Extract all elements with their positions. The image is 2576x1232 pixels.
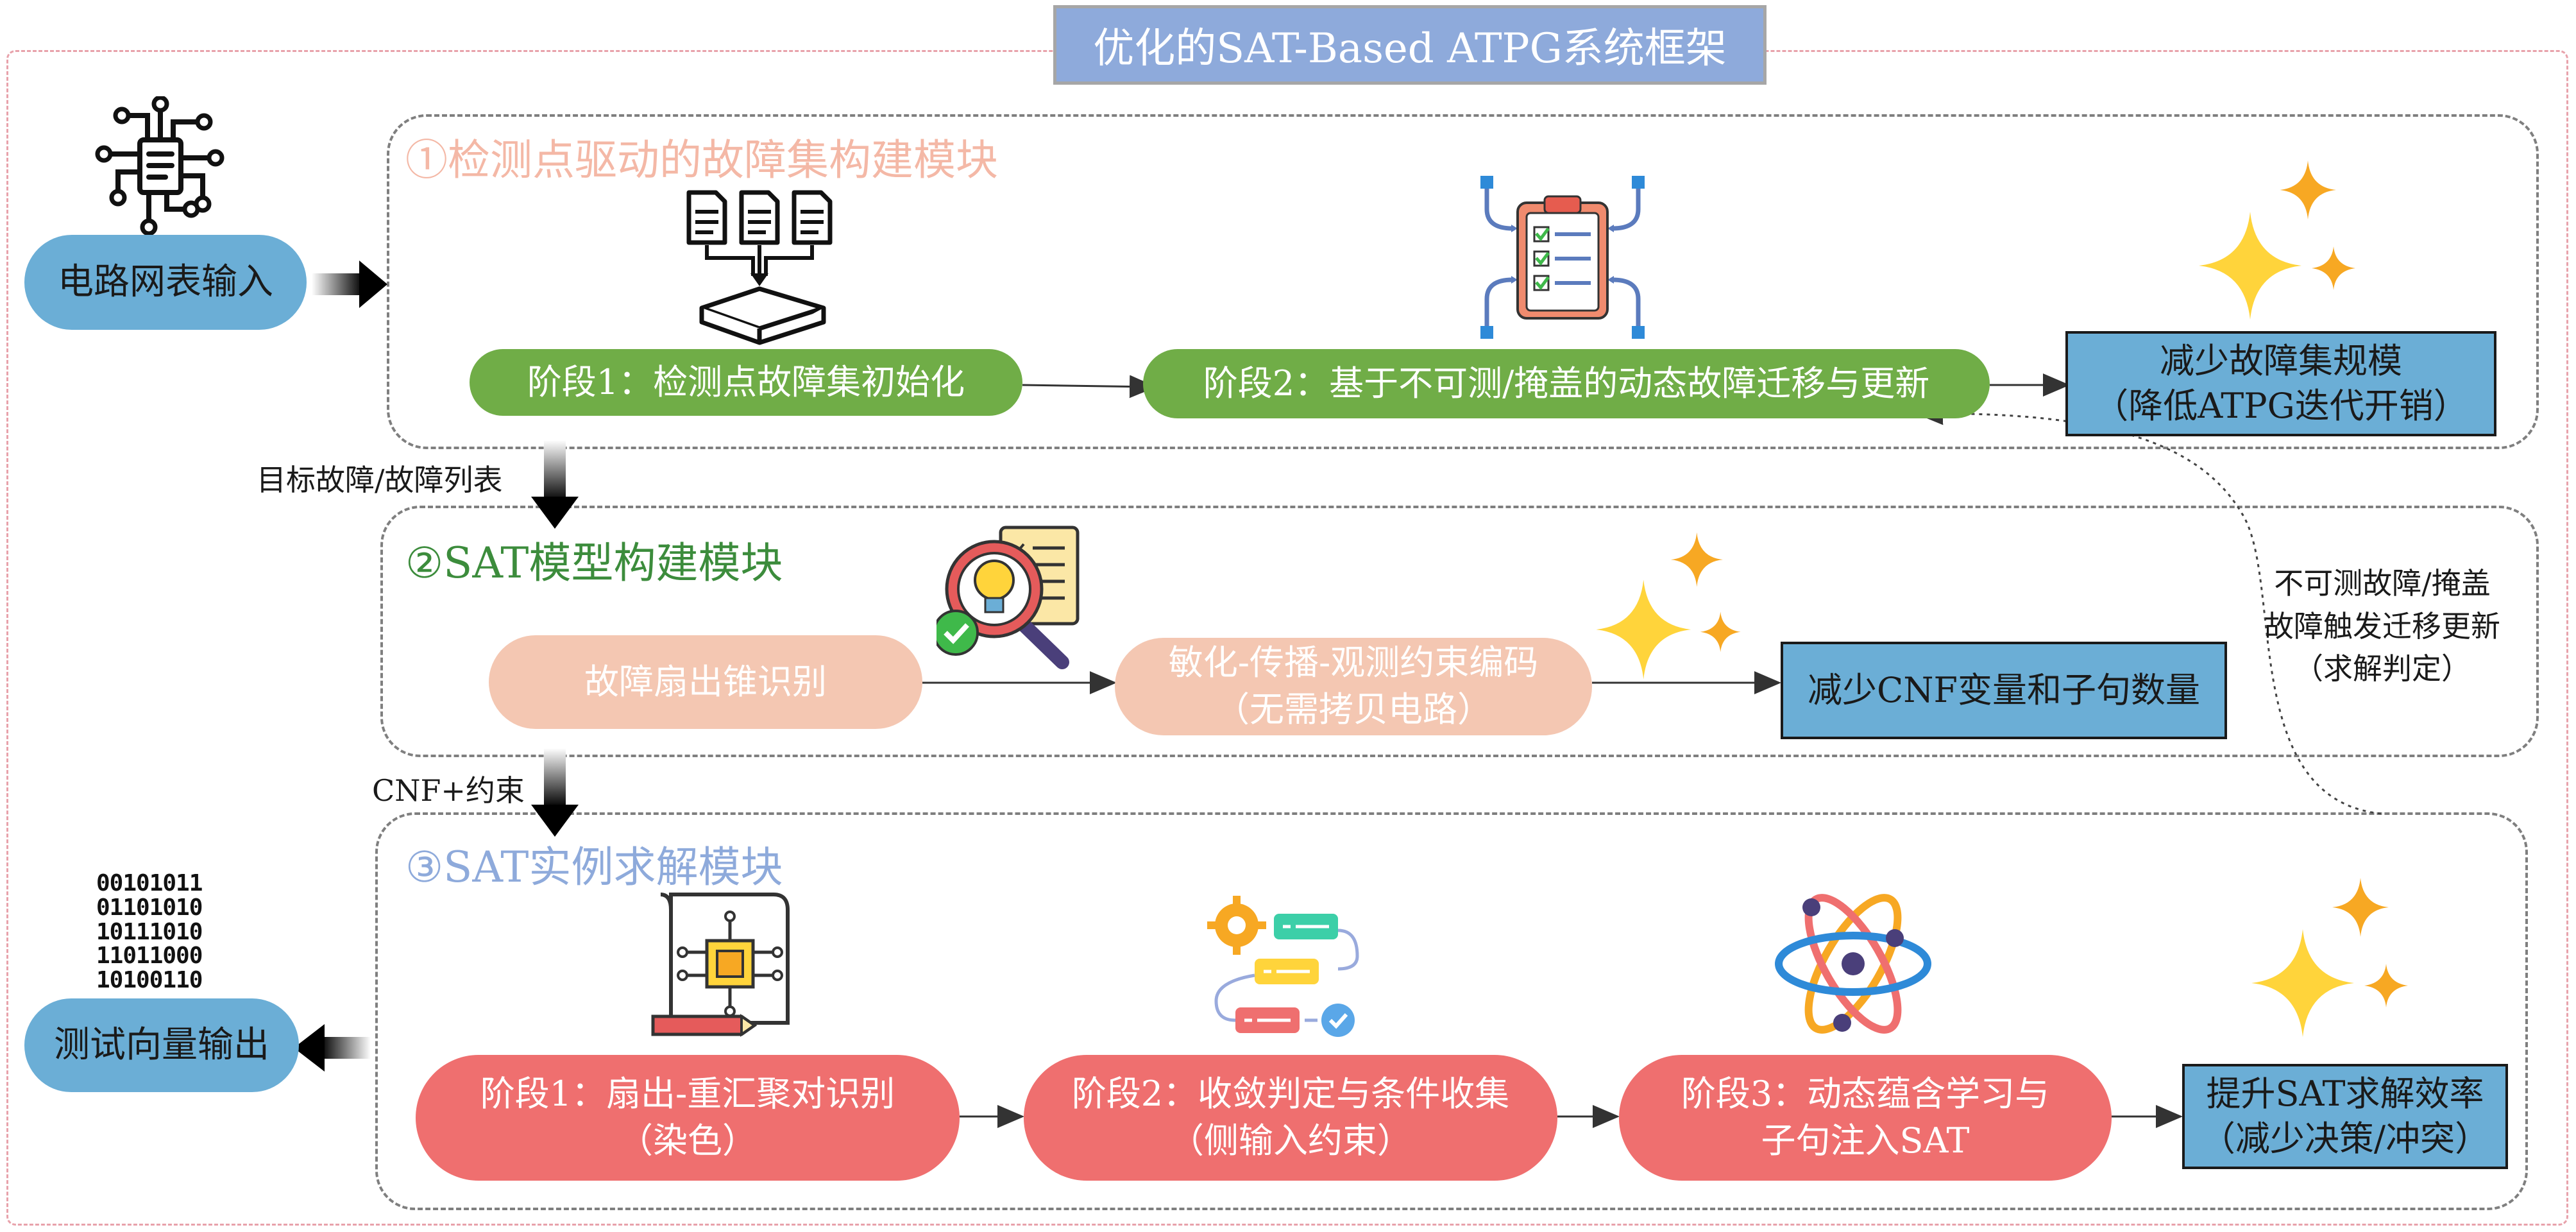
- atom-icon: [1775, 894, 1931, 1034]
- module-1-frame: [387, 114, 2539, 449]
- clipboard-checklist-icon: [1480, 176, 1645, 339]
- module-3-frame: [375, 812, 2528, 1210]
- workflow-icon: [1207, 896, 1359, 1037]
- output-arrow: [294, 1024, 371, 1072]
- binary-line: 11011000: [96, 943, 203, 970]
- m1-result-line2: （降低ATPG迭代开销）: [2094, 386, 2468, 426]
- circuit-netlist-input: 电路网表输入: [24, 235, 307, 330]
- module-2-title: ②SAT模型构建模块: [405, 538, 783, 588]
- feedback-curve-arrow: [1916, 402, 2382, 815]
- m3-stage1-line1: 阶段1：扇出-重汇聚对识别: [480, 1074, 895, 1115]
- module-2-to-3-arrow: [531, 748, 579, 837]
- module-1-to-2-arrow: [531, 440, 579, 529]
- page-title: 优化的SAT-Based ATPG系统框架: [1053, 5, 1767, 85]
- m3-stage1-pill: 阶段1：扇出-重汇聚对识别 （染色）: [416, 1055, 960, 1181]
- m3-stage1-line2: （染色）: [618, 1120, 757, 1161]
- sparkle-icon: [2251, 878, 2408, 1037]
- sparkle-icon: [2199, 160, 2355, 320]
- m3-result-box: 提升SAT求解效率 （减少决策/冲突）: [2182, 1064, 2508, 1169]
- input-arrow: [312, 261, 387, 308]
- sparkle-icon: [1596, 532, 1741, 680]
- m3-result-line1: 提升SAT求解效率: [2206, 1073, 2484, 1114]
- binary-code-icon: 00101011 01101010 10111010 11011000 1010…: [96, 870, 203, 994]
- m2-step2-line2: （无需拷贝电路）: [1215, 689, 1492, 730]
- test-vector-output: 测试向量输出: [24, 998, 299, 1092]
- m1-stage1-pill: 阶段1：检测点故障集初始化: [470, 349, 1022, 416]
- m3-stage2-line1: 阶段2：收敛判定与条件收集: [1071, 1074, 1510, 1115]
- binary-line: 10100110: [96, 967, 203, 994]
- module-2-frame: [380, 506, 2539, 757]
- module-3-title: ③SAT实例求解模块: [405, 843, 783, 892]
- m2-step2-line1: 敏化-传播-观测约束编码: [1168, 642, 1539, 683]
- m1-stage2-pill: 阶段2：基于不可测/掩盖的动态故障迁移与更新: [1143, 349, 1990, 418]
- lightbulb-magnifier-icon: [936, 526, 1080, 669]
- feedback-label-line1: 不可测故障/掩盖: [2274, 566, 2491, 601]
- feedback-label-line3: （求解判定）: [2294, 651, 2471, 687]
- m1-result-box: 减少故障集规模 （降低ATPG迭代开销）: [2065, 331, 2496, 436]
- m3-result-line2: （减少决策/冲突）: [2200, 1118, 2490, 1159]
- target-faults-label: 目标故障/故障列表: [257, 463, 503, 497]
- m1-stage1-to-stage2-arrow: [1022, 375, 1157, 398]
- m3-stage3-line2: 子句注入SAT: [1761, 1120, 1970, 1161]
- binary-line: 00101011: [96, 870, 203, 896]
- m2-fanout-cone-pill: 故障扇出锥识别: [489, 635, 922, 729]
- circuit-blueprint-icon: [651, 893, 790, 1037]
- m3-stage2-pill: 阶段2：收敛判定与条件收集 （侧输入约束）: [1024, 1055, 1557, 1181]
- feedback-label-line2: 故障触发迁移更新: [2264, 608, 2500, 644]
- documents-merge-icon: [686, 190, 833, 345]
- module-1-title: ①检测点驱动的故障集构建模块: [405, 135, 998, 185]
- m2-result-box: 减少CNF变量和子句数量: [1781, 642, 2227, 739]
- feedback-label: 不可测故障/掩盖 故障触发迁移更新 （求解判定）: [2246, 562, 2518, 690]
- binary-line: 10111010: [96, 918, 203, 945]
- m2-constraint-encoding-pill: 敏化-传播-观测约束编码 （无需拷贝电路）: [1115, 638, 1592, 735]
- m3-stage3-line1: 阶段3：动态蕴含学习与: [1681, 1074, 2050, 1115]
- m3-stage2-line2: （侧输入约束）: [1169, 1120, 1412, 1161]
- m1-result-line1: 减少故障集规模: [2159, 340, 2402, 381]
- circuit-chip-icon: [95, 96, 225, 235]
- cnf-constraint-label: CNF+约束: [372, 773, 525, 808]
- binary-line: 01101010: [96, 894, 203, 921]
- m3-stage3-pill: 阶段3：动态蕴含学习与 子句注入SAT: [1619, 1055, 2112, 1181]
